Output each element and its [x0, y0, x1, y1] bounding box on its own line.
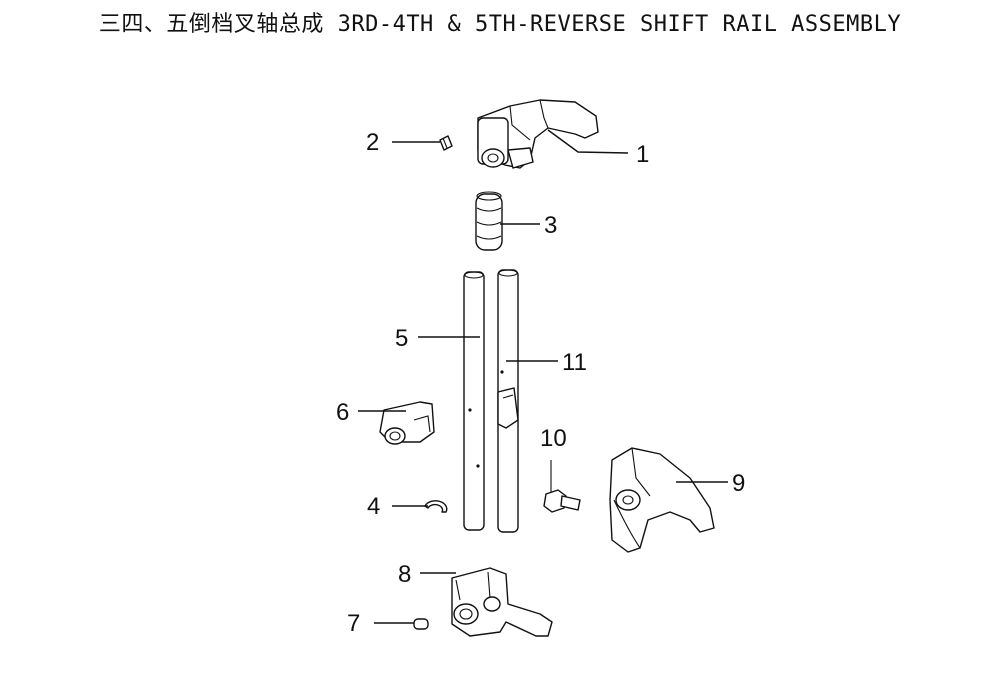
part-7-pin [413, 618, 429, 630]
part-11-shift-rail [497, 269, 519, 533]
callout-4: 4 [367, 493, 380, 520]
callout-5: 5 [395, 325, 408, 352]
callout-11: 11 [562, 349, 587, 376]
part-4-snap-ring [424, 500, 448, 513]
part-6-shift-block [379, 401, 435, 445]
callout-6: 6 [336, 399, 349, 426]
part-1-shift-fork [477, 99, 599, 169]
part-2-pin [439, 135, 453, 151]
leader-lines [358, 129, 728, 624]
callout-2: 2 [366, 129, 379, 156]
part-3-spring [475, 191, 503, 251]
callout-8: 8 [398, 561, 411, 588]
callout-labels: 1 2 3 4 5 6 7 8 9 10 11 [336, 129, 745, 637]
part-5-shift-rail [463, 271, 485, 531]
callout-3: 3 [544, 212, 557, 239]
callout-9: 9 [732, 470, 745, 497]
callout-10: 10 [540, 425, 567, 452]
part-10-bolt [543, 460, 581, 513]
callout-1: 1 [636, 141, 649, 168]
part-8-shift-block [451, 567, 553, 637]
page-title: 三四、五倒档叉轴总成 3RD-4TH & 5TH-REVERSE SHIFT R… [98, 12, 902, 37]
part-9-shift-fork [609, 447, 715, 553]
callout-7: 7 [347, 610, 360, 637]
